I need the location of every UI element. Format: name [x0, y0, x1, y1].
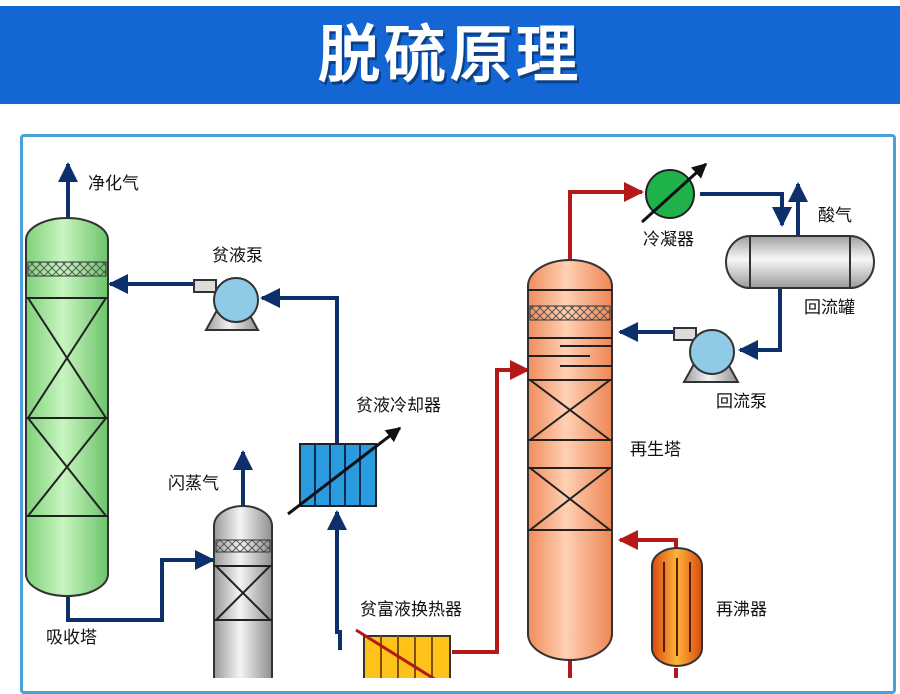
rich-lean-exchanger — [355, 628, 451, 678]
reboiler — [651, 547, 703, 667]
regenerator-tower — [527, 259, 613, 661]
page-title: 脱硫原理 — [317, 18, 582, 91]
reflux-pump — [673, 327, 740, 383]
process-diagram — [25, 162, 875, 678]
condenser — [640, 162, 708, 224]
flash-gas-label: 闪蒸气 — [168, 474, 219, 494]
condenser-label: 冷凝器 — [643, 230, 694, 250]
absorber-label: 吸收塔 — [46, 628, 97, 648]
reboiler-label: 再沸器 — [716, 600, 767, 620]
lean-cooler-label: 贫液冷却器 — [356, 396, 441, 416]
title-banner — [0, 6, 900, 104]
purified-gas-label: 净化气 — [88, 174, 139, 194]
cooler-to-lean-pump-pipe — [260, 288, 339, 445]
reboiler-return-pipe — [618, 530, 678, 550]
reflux-drum-label: 回流罐 — [804, 298, 855, 318]
lean-pump-label: 贫液泵 — [212, 246, 263, 266]
reflux-drum — [725, 235, 875, 289]
flash-drum — [213, 505, 273, 678]
rich-lean-exchanger-label: 贫富液换热器 — [360, 600, 462, 620]
lean-cooler — [287, 426, 402, 516]
absorber-to-flash-pipe — [66, 550, 215, 622]
acid-gas-label: 酸气 — [818, 206, 852, 226]
regenerator-label: 再生塔 — [630, 440, 681, 460]
exchanger-to-cooler-pipe — [327, 510, 347, 650]
overhead-vapor-pipe — [568, 182, 644, 262]
lean-pump — [193, 277, 260, 331]
absorber-tower — [25, 217, 109, 597]
drum-to-reflux-pump-pipe — [738, 288, 782, 360]
exchanger-to-regenerator-pipe — [452, 360, 530, 654]
condenser-to-drum-pipe — [700, 192, 792, 227]
reflux-pump-label: 回流泵 — [716, 392, 767, 412]
